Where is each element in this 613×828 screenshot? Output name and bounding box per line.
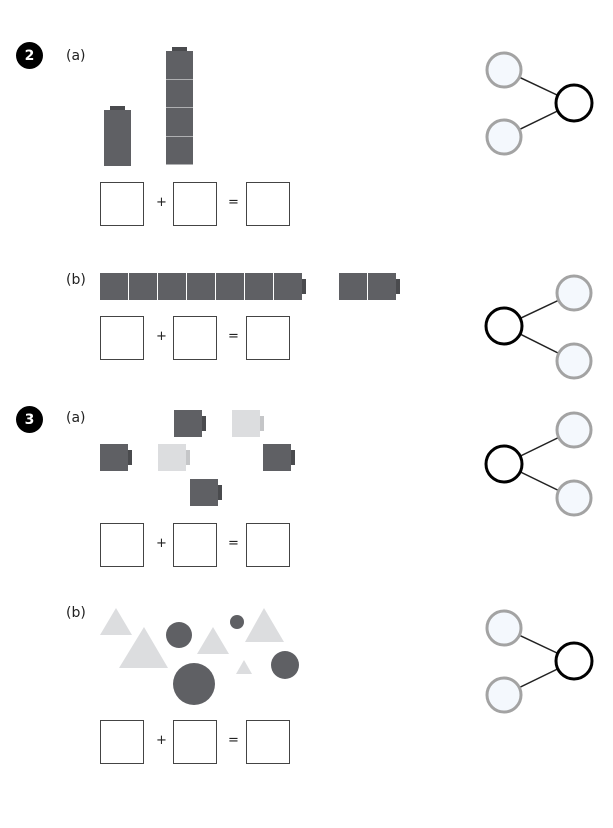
- plus-sign: +: [156, 733, 167, 748]
- equals-sign: =: [228, 536, 239, 551]
- plus-sign: +: [156, 329, 167, 344]
- bond-part-circle[interactable]: [555, 342, 593, 380]
- bond-whole-circle[interactable]: [484, 306, 524, 346]
- cube: [232, 410, 260, 437]
- plus-sign: +: [156, 195, 167, 210]
- cube: [104, 138, 131, 166]
- answer-box-addend-2[interactable]: [173, 523, 217, 567]
- circle: [271, 651, 299, 679]
- cube-nub: [172, 47, 187, 51]
- cube: [174, 410, 202, 437]
- question-number-badge: 3: [16, 406, 43, 433]
- part-label: (a): [66, 48, 86, 64]
- cube: [104, 110, 131, 138]
- cube-nub: [186, 450, 190, 465]
- answer-box-addend-1[interactable]: [100, 523, 144, 567]
- cube: [100, 273, 128, 300]
- bond-part-circle[interactable]: [485, 609, 523, 647]
- cube-nub: [202, 416, 206, 431]
- plus-sign: +: [156, 536, 167, 551]
- bond-part-circle[interactable]: [555, 274, 593, 312]
- cube: [166, 136, 193, 165]
- cube: [339, 273, 367, 300]
- cube-nub: [291, 450, 295, 465]
- question-number-badge: 2: [16, 42, 43, 69]
- cube: [190, 479, 218, 506]
- bond-part-circle[interactable]: [485, 118, 523, 156]
- cube-nub: [302, 279, 306, 294]
- cube: [166, 108, 193, 136]
- part-label: (b): [66, 605, 86, 621]
- bond-part-circle[interactable]: [485, 51, 523, 89]
- circle: [166, 622, 192, 648]
- answer-box-addend-2[interactable]: [173, 316, 217, 360]
- equals-sign: =: [228, 733, 239, 748]
- cube: [216, 273, 244, 300]
- cube-nub: [218, 485, 222, 500]
- answer-box-sum[interactable]: [246, 316, 290, 360]
- cube-nub: [128, 450, 132, 465]
- answer-box-addend-1[interactable]: [100, 182, 144, 226]
- triangle: [236, 660, 252, 674]
- bond-part-circle[interactable]: [485, 676, 523, 714]
- cube: [187, 273, 215, 300]
- equals-sign: =: [228, 329, 239, 344]
- cube: [158, 444, 186, 471]
- answer-box-addend-1[interactable]: [100, 720, 144, 764]
- triangle: [245, 608, 284, 642]
- cube: [166, 51, 193, 79]
- circle: [173, 663, 215, 705]
- cube: [368, 273, 396, 300]
- cube-nub: [260, 416, 264, 431]
- bond-whole-circle[interactable]: [484, 444, 524, 484]
- answer-box-sum[interactable]: [246, 182, 290, 226]
- bond-part-circle[interactable]: [555, 411, 593, 449]
- triangle: [100, 608, 132, 635]
- cube-nub: [110, 106, 125, 110]
- equals-sign: =: [228, 195, 239, 210]
- answer-box-addend-1[interactable]: [100, 316, 144, 360]
- part-label: (a): [66, 410, 86, 426]
- answer-box-addend-2[interactable]: [173, 720, 217, 764]
- bond-part-circle[interactable]: [555, 479, 593, 517]
- triangle: [119, 627, 168, 668]
- part-label: (b): [66, 272, 86, 288]
- triangle: [197, 627, 229, 654]
- cube: [245, 273, 273, 300]
- answer-box-addend-2[interactable]: [173, 182, 217, 226]
- cube: [100, 444, 128, 471]
- cube: [274, 273, 302, 300]
- answer-box-sum[interactable]: [246, 720, 290, 764]
- answer-box-sum[interactable]: [246, 523, 290, 567]
- circle: [230, 615, 244, 629]
- bond-whole-circle[interactable]: [554, 641, 594, 681]
- bond-whole-circle[interactable]: [554, 83, 594, 123]
- cube: [166, 79, 193, 108]
- cube: [129, 273, 157, 300]
- cube: [263, 444, 291, 471]
- cube: [158, 273, 186, 300]
- cube-nub: [396, 279, 400, 294]
